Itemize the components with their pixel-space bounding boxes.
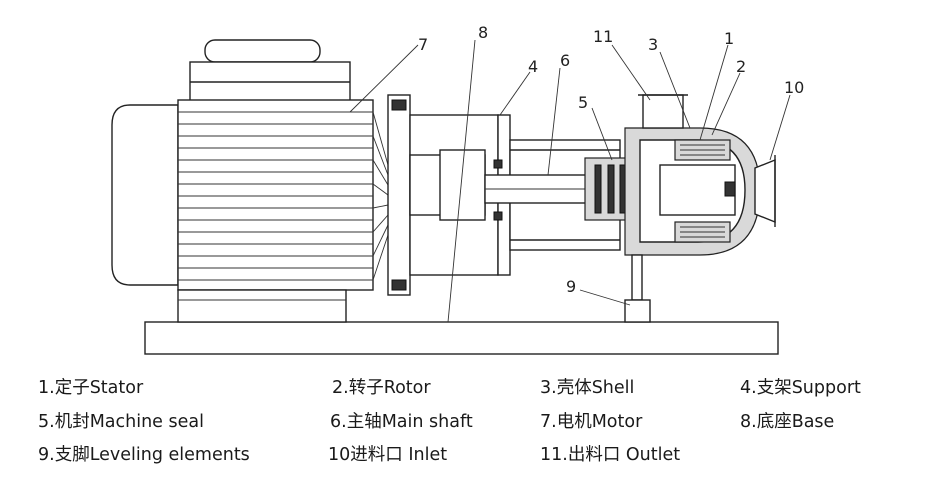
- motor: [111, 39, 389, 323]
- motor-fin-taper: [372, 111, 389, 281]
- legend-item-rotor: 2.转子Rotor: [332, 378, 431, 398]
- legend-item-stator: 1.定子Stator: [38, 378, 144, 398]
- leveling-foot: [624, 254, 651, 323]
- legend-item-leveling-elements: 9.支脚Leveling elements: [38, 445, 250, 465]
- legend-item-support: 4.支架Support: [740, 378, 861, 398]
- callout-9: 9: [566, 277, 576, 296]
- callout-2: 2: [736, 57, 746, 76]
- stator-rotor: [659, 139, 736, 243]
- callout-7: 7: [418, 35, 428, 54]
- legend-item-machine-seal: 5.机封Machine seal: [38, 412, 204, 432]
- legend-item-inlet: 10进料口 Inlet: [328, 445, 448, 465]
- outlet-nozzle: [638, 94, 688, 129]
- legend-item-shell: 3.壳体Shell: [540, 378, 635, 398]
- parts-legend: 1.定子Stator 2.转子Rotor 3.壳体Shell 4.支架Suppo…: [0, 368, 940, 478]
- callout-5: 5: [578, 93, 588, 112]
- callout-8: 8: [478, 23, 488, 42]
- callout-11: 11: [593, 27, 613, 46]
- pump-assembly-diagram: 7 8 4 6 5 11 3 1 2 10 9: [111, 23, 804, 355]
- legend-item-base: 8.底座Base: [740, 412, 835, 432]
- base-plate: [144, 321, 779, 355]
- callout-10: 10: [784, 78, 804, 97]
- mechanical-seal: [584, 157, 631, 221]
- callout-4: 4: [528, 57, 538, 76]
- callout-3: 3: [648, 35, 658, 54]
- legend-item-motor: 7.电机Motor: [540, 412, 643, 432]
- callout-6: 6: [560, 51, 570, 70]
- motor-flange: [387, 94, 411, 296]
- motor-cooling-fins: [178, 111, 373, 281]
- inlet-nozzle: [754, 155, 776, 227]
- leader-lines: [349, 39, 791, 323]
- legend-item-outlet: 11.出料口 Outlet: [540, 445, 681, 465]
- callout-1: 1: [724, 29, 734, 48]
- legend-item-main-shaft: 6.主轴Main shaft: [330, 412, 473, 432]
- callout-labels: 7 8 4 6 5 11 3 1 2 10 9: [418, 23, 804, 296]
